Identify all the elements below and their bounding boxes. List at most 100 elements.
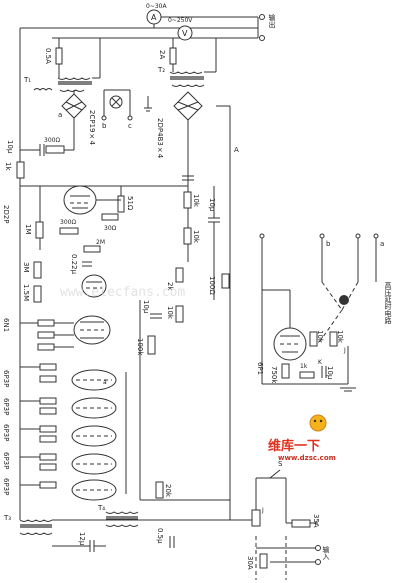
resistor-10k-b-label: 10k — [192, 230, 200, 244]
resistor-300-k — [39, 425, 57, 433]
resistor-1k-label: 1k — [4, 162, 12, 171]
fuse-35a-label: 35A — [312, 514, 320, 528]
tube-6p3p-2-label: 6P3P — [2, 398, 10, 415]
input-section: T₃ T₄ 12μ 0.5μ S J 35A 30A — [3, 460, 330, 580]
indicator-lamp-group: b c — [101, 89, 152, 130]
resistor-1k — [16, 161, 25, 179]
t4-label: T₄ — [97, 504, 105, 512]
resistor-300-j — [39, 407, 57, 415]
node-c-label: c — [128, 122, 132, 130]
tube-2d2p: 2D2P 51Ω 30Ω 1M 300Ω — [2, 185, 134, 250]
hv-node-a: a — [380, 240, 384, 248]
fuse-30a — [259, 553, 268, 569]
cap-022u-label: 0.22μ — [70, 254, 78, 275]
resistor-750k-label: 750k — [270, 366, 278, 384]
transformer-t1: T₁ — [23, 38, 101, 92]
t3-label: T₃ — [3, 514, 11, 522]
cap-12u-label: 12μ — [78, 532, 86, 546]
tube-6n1: 6N1 — [2, 315, 111, 351]
resistor-10k-a — [183, 191, 192, 209]
bridge-rectifier-2: 2DP4B3×4 A — [156, 91, 239, 520]
bridge-1-label: 2CP19×4 — [88, 110, 96, 145]
top-fuses: 0.5A 2A — [44, 38, 177, 78]
resistor-300-g — [39, 363, 57, 371]
resistor-10k-b — [183, 227, 192, 245]
hv-delay-label: 高压延时电路 — [384, 281, 392, 325]
resistor-300-n — [39, 463, 57, 471]
resistor-30 — [101, 213, 119, 221]
bridge-2-label: 2DP4B3×4 — [156, 118, 164, 159]
k-label: K — [318, 359, 323, 366]
resistor-10k-c-label: 10k — [166, 306, 174, 320]
tube-bank-6p3p: a 6P3P 6P3P 6P3P 6P3P 6P3P — [2, 300, 230, 501]
fuse-05a — [55, 47, 63, 65]
resistor-10k-e-label: 10k — [336, 330, 344, 344]
resistor-1m5-label: 1.5M — [22, 284, 30, 301]
resistor-300-l — [39, 435, 57, 443]
switch-s-label: S — [278, 460, 283, 468]
ammeter-range-label: 0~30A — [146, 3, 167, 10]
fuse-05a-label: 0.5A — [44, 48, 52, 64]
triode-tube — [81, 274, 107, 298]
node-a-label: a — [58, 111, 62, 119]
cap-10u-d-label: 10μ — [326, 366, 334, 380]
tube-6p3p-1-label: 6P3P — [2, 370, 10, 387]
resistor-20k-label: 20k — [164, 484, 172, 498]
resistor-10k-c — [175, 305, 184, 323]
resistor-300-h — [39, 375, 57, 383]
resistor-1k-b-label: 1k — [300, 363, 308, 370]
resistor-100-a — [221, 273, 230, 289]
terminal-b — [101, 115, 107, 121]
resistor-100k — [147, 335, 156, 355]
ammeter-symbol: A — [151, 13, 157, 22]
input-label: 输入 — [322, 545, 330, 560]
resistor-2m-label: 2M — [96, 239, 105, 246]
fuse-30a-label: 30A — [246, 556, 254, 570]
resistor-750k — [281, 363, 290, 379]
resistor-2k — [175, 267, 184, 283]
resistor-300-c — [37, 319, 55, 327]
tube-6p1-label: 6P1 — [256, 362, 264, 375]
cap-10u-b-label: 10μ — [208, 198, 216, 212]
input-terminal-2 — [315, 559, 321, 565]
resistor-100-a-label: 100Ω — [208, 276, 216, 295]
tube-6n1-envelope — [73, 315, 111, 345]
cap-10u-a-label: 10μ — [6, 140, 14, 154]
tube-6n1-label: 6N1 — [2, 318, 10, 332]
bridge-rectifier-1: 2CP19×4 a — [58, 90, 96, 150]
watermark-brand: 维库一下 — [268, 438, 320, 454]
t1-label: T₁ — [23, 76, 31, 84]
resistor-300-a — [45, 145, 65, 154]
input-terminal-1 — [315, 545, 321, 551]
watermark-url: www.dzsc.com — [278, 454, 336, 462]
tube-6p3p-4-label: 6P3P — [2, 452, 10, 469]
relay-contact — [339, 295, 349, 305]
hv-terminal-d — [373, 233, 379, 239]
resistor-10k-d-label: 10k — [316, 330, 324, 344]
cap-05u-label: 0.5μ — [156, 528, 164, 544]
watermark: www.elecfans.com 维库一下 www.dzsc.com — [60, 285, 336, 462]
resistor-2k-label: 2k — [166, 282, 174, 291]
resistor-300-b-label: 300Ω — [60, 219, 76, 226]
node-b-label: b — [102, 122, 107, 130]
fuse-2a-label: 2A — [158, 50, 166, 59]
cap-10u-c-label: 10μ — [142, 300, 150, 314]
resistor-10k-a-label: 10k — [192, 194, 200, 208]
right-column-filter: 10k 10k 10μ — [182, 172, 220, 300]
resistor-51 — [117, 195, 125, 213]
resistor-1k-b — [299, 371, 315, 379]
left-supply-filter: 10μ 300Ω 1k — [4, 137, 188, 187]
resistor-1m-label: 1M — [24, 224, 32, 235]
resistor-300-b — [59, 227, 79, 235]
resistor-1m5 — [33, 285, 42, 303]
resistor-300-m — [39, 453, 57, 461]
resistor-300-a-label: 300Ω — [44, 137, 60, 144]
hv-terminal-b — [319, 233, 325, 239]
output-section: A 0~30A V 0~250V 输出 — [19, 3, 276, 520]
tube-6p3p-5-label: 6P3P — [2, 478, 10, 495]
tube-2d2p-label: 2D2P — [2, 205, 10, 224]
output-terminal-1 — [259, 14, 265, 20]
output-terminal-2 — [259, 35, 265, 41]
voltmeter-symbol: V — [182, 29, 188, 38]
